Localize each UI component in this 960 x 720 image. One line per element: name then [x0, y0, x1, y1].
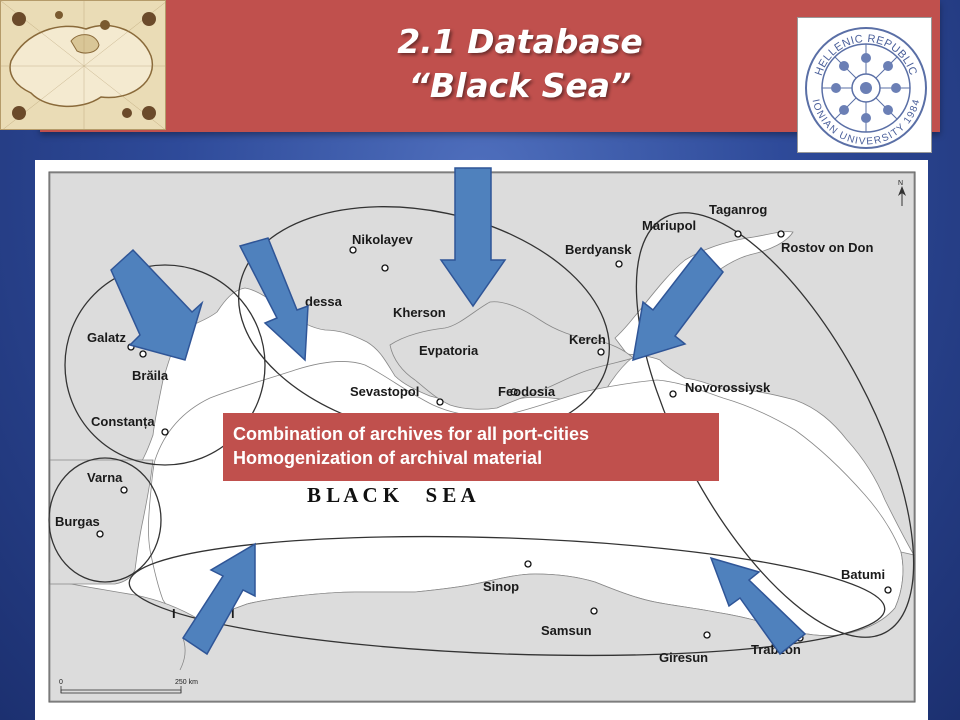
city-label-novorossiysk: Novorossiysk [685, 380, 771, 395]
sea-label: B L A C K S E A [307, 483, 476, 507]
scale-end: 250 km [175, 679, 198, 686]
university-seal: HELLENIC REPUBLIC IONIAN UNIVERSITY 1984 [797, 17, 932, 153]
city-label-istanbul-tail: l [231, 606, 235, 621]
arrow-trabzon [709, 556, 807, 656]
scale-bar: 0 250 km [59, 679, 198, 694]
city-label-nikolayev: Nikolayev [352, 232, 413, 247]
historical-map-image [1, 1, 165, 129]
city-label-varna: Varna [87, 470, 123, 485]
city-label-kerch: Kerch [569, 332, 606, 347]
crimea-peninsula [389, 301, 634, 410]
region-ellipse-anatolia [128, 535, 886, 657]
city-label-taganrog: Taganrog [709, 202, 767, 217]
seal-emblem: HELLENIC REPUBLIC IONIAN UNIVERSITY 1984 [805, 27, 927, 149]
city-label-batumi: Batumi [841, 567, 885, 582]
title-bar: 2.1 Database “Black Sea” [40, 0, 940, 132]
city-label-braila: Brăila [132, 368, 169, 383]
historical-map-thumbnail [0, 0, 166, 130]
region-ellipse-bulgaria [48, 457, 162, 583]
city-label-feodosia: Feodosia [498, 384, 556, 399]
callout-line-2: Homogenization of archival material [233, 448, 543, 468]
city-label-rostov: Rostov on Don [781, 240, 873, 255]
city-label-berdyansk: Berdyansk [565, 242, 632, 257]
black-sea-map: N 0 250 km Nikolayev Kherson dessa Evpat… [48, 167, 916, 703]
highlight-arrows [110, 167, 807, 656]
city-label-kherson: Kherson [393, 305, 446, 320]
callout-line-1: Combination of archives for all port-cit… [233, 424, 590, 444]
region-ellipse-romania [64, 264, 266, 466]
north-arrow-icon: N [898, 180, 906, 206]
city-label-samsun: Samsun [541, 623, 592, 638]
slide-title-line-1: 2.1 Database [397, 22, 643, 61]
arrow-romania [110, 248, 204, 361]
scale-start: 0 [59, 679, 63, 686]
arrow-down-crimea [439, 167, 507, 308]
city-label-galatz: Galatz [87, 330, 127, 345]
arrow-odessa [238, 237, 309, 362]
city-label-giresun: Giresun [659, 650, 708, 665]
arrow-istanbul [181, 542, 256, 656]
city-label-sinop: Sinop [483, 579, 519, 594]
city-label-mariupol: Mariupol [642, 218, 696, 233]
city-label-odessa: dessa [305, 294, 343, 309]
callout-box: Combination of archives for all port-cit… [223, 413, 719, 481]
city-label-constanta: Constanța [91, 414, 155, 429]
city-label-istanbul: I [172, 606, 176, 621]
city-label-sevastopol: Sevastopol [350, 384, 419, 399]
black-sea-map-panel: N 0 250 km Nikolayev Kherson dessa Evpat… [35, 160, 928, 720]
svg-text:N: N [898, 180, 903, 187]
slide-title-line-2: “Black Sea” [408, 66, 632, 105]
city-label-burgas: Burgas [55, 514, 100, 529]
city-label-evpatoria: Evpatoria [419, 343, 479, 358]
arrow-kerch [632, 246, 724, 362]
